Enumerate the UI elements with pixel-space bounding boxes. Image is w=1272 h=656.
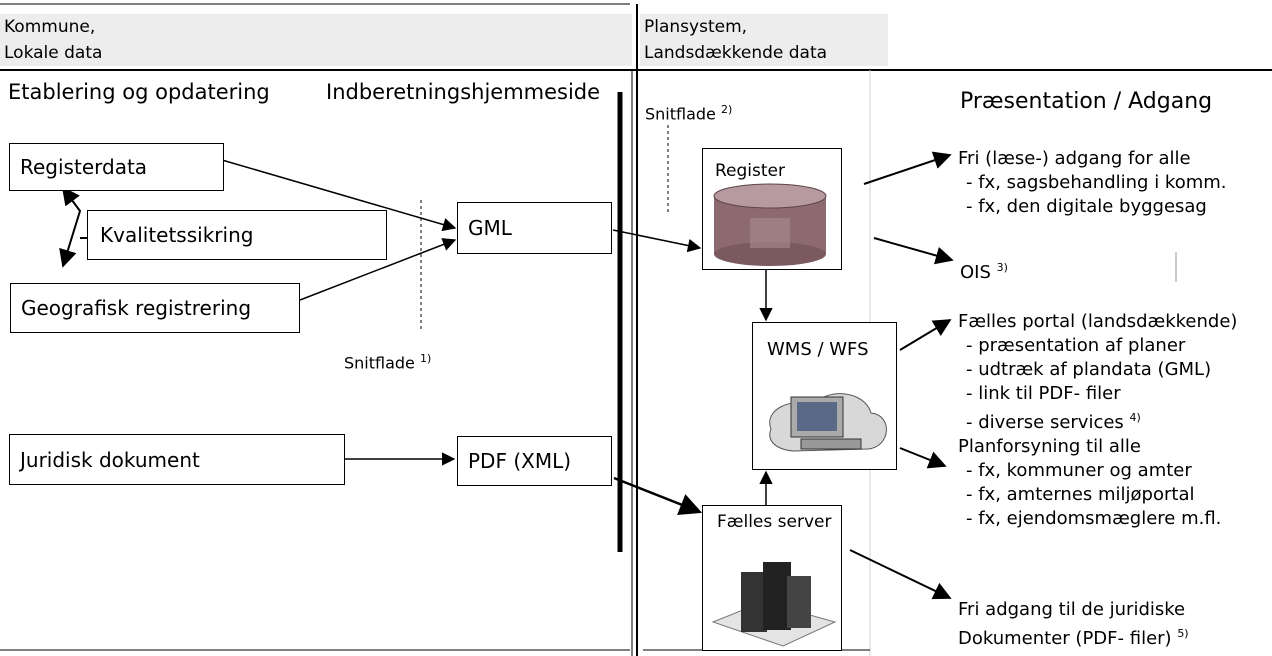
header-kommune-line2: Lokale data: [4, 43, 103, 63]
box-pdf-label: PDF (XML): [468, 449, 572, 473]
output-faelles-portal: Fælles portal (landsdækkende) - præsenta…: [958, 311, 1238, 529]
box-registerdata-label: Registerdata: [20, 155, 148, 179]
output-juridiske-dokumenter: Fri adgang til de juridiske Dokumenter (…: [958, 599, 1189, 649]
box-wms-label: WMS / WFS: [767, 339, 869, 360]
output-fri-laese-adgang: Fri (læse-) adgang for alle - fx, sagsbe…: [958, 148, 1227, 217]
box-gml: GML: [457, 202, 612, 254]
output-ois: OIS 3): [960, 261, 1008, 283]
box-pdf: PDF (XML): [457, 436, 612, 486]
section-reporting-site: Indberetningshjemmeside: [326, 80, 601, 104]
section-presentation: Præsentation / Adgang: [960, 89, 1213, 114]
box-faelles-server: Fælles server: [702, 505, 842, 651]
snitflade-1-label: Snitflade 1): [344, 352, 432, 373]
computer-network-icon: [769, 393, 887, 452]
header-plansystem-line2: Landsdækkende data: [644, 43, 828, 63]
database-cylinder-icon: [713, 183, 827, 266]
box-juridisk: Juridisk dokument: [9, 434, 345, 485]
header-kommune-line1: Kommune,: [4, 17, 96, 37]
box-wms-wfs: WMS / WFS: [752, 322, 897, 470]
header-kommune-cell: Kommune, Lokale data: [0, 14, 632, 66]
snitflade-2-label: Snitflade 2): [645, 103, 733, 124]
header-plansystem-cell: Plansystem, Landsdækkende data: [640, 14, 888, 66]
server-stack-icon: [711, 562, 837, 647]
header-plansystem-line1: Plansystem,: [644, 17, 748, 37]
box-registerdata: Registerdata: [9, 143, 224, 191]
box-register-label: Register: [715, 161, 785, 181]
box-faelles-server-label: Fælles server: [717, 512, 832, 532]
box-kvalitetssikring: Kvalitetssikring: [87, 210, 387, 260]
box-geografisk: Geografisk registrering: [10, 283, 300, 333]
box-kvalitetssikring-label: Kvalitetssikring: [100, 223, 254, 247]
box-gml-label: GML: [468, 216, 512, 240]
box-register: Register: [702, 148, 842, 270]
box-geografisk-label: Geografisk registrering: [21, 296, 252, 320]
section-establishment: Etablering og opdatering: [8, 80, 270, 104]
box-juridisk-label: Juridisk dokument: [20, 447, 200, 472]
